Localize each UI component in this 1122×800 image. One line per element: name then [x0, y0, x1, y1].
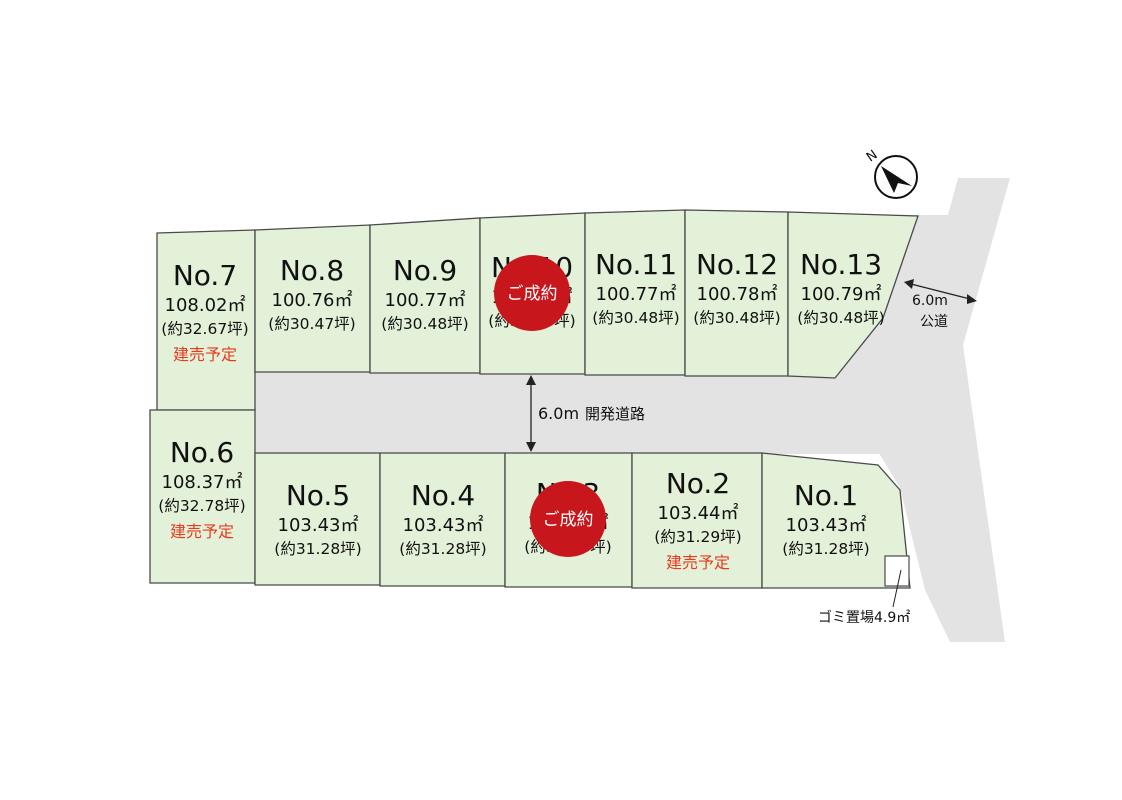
- garbage-station: [884, 555, 910, 587]
- lot-4-number: No.4: [411, 479, 475, 512]
- public-road-label: 公道: [920, 314, 948, 330]
- lot-6-tsubo: (約32.78坪): [158, 497, 245, 515]
- lot-5-tsubo: (約31.28坪): [274, 540, 361, 558]
- lot-1-area: 103.43㎡: [786, 514, 867, 536]
- north-arrow-icon: N: [864, 148, 918, 199]
- lot-13-tsubo: (約30.48坪): [797, 309, 884, 327]
- lot-8-number: No.8: [280, 254, 344, 287]
- lot-13-parcel[interactable]: [787, 211, 919, 379]
- lot-3-sold-label: ご成約: [543, 510, 594, 530]
- lot-5-number: No.5: [286, 479, 350, 512]
- lot-7-tsubo: (約32.67坪): [161, 320, 248, 338]
- lot-12-area: 100.78㎡: [697, 283, 778, 305]
- lot-1-tsubo: (約31.28坪): [782, 540, 869, 558]
- lot-11-area: 100.77㎡: [596, 283, 677, 305]
- compass-label: N: [864, 148, 881, 166]
- dev-road-width: 6.0m: [538, 404, 579, 423]
- dev-road-label: 開発道路: [585, 405, 645, 423]
- public-road-width: 6.0m: [912, 293, 948, 309]
- lot-5-area: 103.43㎡: [278, 514, 359, 536]
- lot-12-number: No.12: [696, 248, 778, 281]
- lot-7-area: 108.02㎡: [165, 294, 246, 316]
- garbage-leader-line: [892, 569, 902, 608]
- lot-2-area: 103.44㎡: [658, 502, 739, 524]
- dev-road-dimension: [526, 375, 536, 452]
- lot-1-number: No.1: [794, 479, 858, 512]
- garbage-label: ゴミ置場4.9㎡: [818, 609, 910, 626]
- lot-3-sold-badge: [530, 481, 606, 557]
- lot-8-tsubo: (約30.47坪): [268, 315, 355, 333]
- lot-7-status: 建売予定: [173, 345, 237, 364]
- lot-4-area: 103.43㎡: [403, 514, 484, 536]
- lot-6-number: No.6: [170, 436, 234, 469]
- lot-10-sold-label: ご成約: [507, 284, 558, 304]
- lot-4-tsubo: (約31.28坪): [399, 540, 486, 558]
- lot-2-number: No.2: [666, 467, 730, 500]
- lots-bottom-row: [149, 409, 911, 589]
- lot-12-tsubo: (約30.48坪): [693, 309, 780, 327]
- lot-11-tsubo: (約30.48坪): [592, 309, 679, 327]
- lot-13-area: 100.79㎡: [801, 283, 882, 305]
- lot-11-number: No.11: [595, 248, 677, 281]
- lot-6-area: 108.37㎡: [162, 471, 243, 493]
- lot-9-number: No.9: [393, 254, 457, 287]
- lot-1-parcel[interactable]: [761, 452, 911, 589]
- lot-6-status: 建売予定: [170, 522, 234, 541]
- lot-2-status: 建売予定: [666, 553, 730, 572]
- development-road: [250, 372, 950, 454]
- lot-10-sold-badge: [494, 255, 570, 331]
- lot-9-tsubo: (約30.48坪): [381, 315, 468, 333]
- public-road-dimension: [904, 279, 977, 304]
- lot-9-area: 100.77㎡: [385, 289, 466, 311]
- lot-7-number: No.7: [173, 259, 237, 292]
- lot-13-number: No.13: [800, 248, 882, 281]
- lot-2-tsubo: (約31.29坪): [654, 528, 741, 546]
- lot-8-area: 100.76㎡: [272, 289, 353, 311]
